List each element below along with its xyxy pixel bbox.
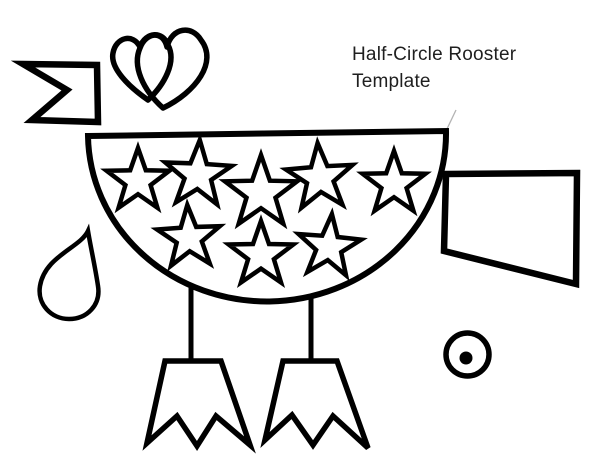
stray-mark-line <box>445 109 457 132</box>
body-star-shape <box>158 133 239 211</box>
body-star-shape <box>150 198 227 272</box>
foot-shape <box>142 358 256 454</box>
body-star-shape <box>222 214 300 289</box>
body-star-shape <box>218 148 304 230</box>
body-star-shape <box>100 141 176 214</box>
page-title-line2: Template <box>352 71 431 92</box>
foot-shape <box>260 358 371 451</box>
wattle-teardrop-shape <box>37 223 101 322</box>
comb-heart-shape <box>134 27 210 111</box>
body-star-shape <box>356 144 432 217</box>
eye-pupil-dot <box>459 351 473 365</box>
page-title-line1: Half-Circle Rooster <box>352 44 517 65</box>
tail-shape <box>440 169 581 289</box>
body-star-shape <box>292 207 368 282</box>
beak-flag-shape <box>10 60 102 126</box>
page-title: Half-Circle Rooster Template <box>352 41 516 95</box>
body-star-shape <box>279 136 359 214</box>
